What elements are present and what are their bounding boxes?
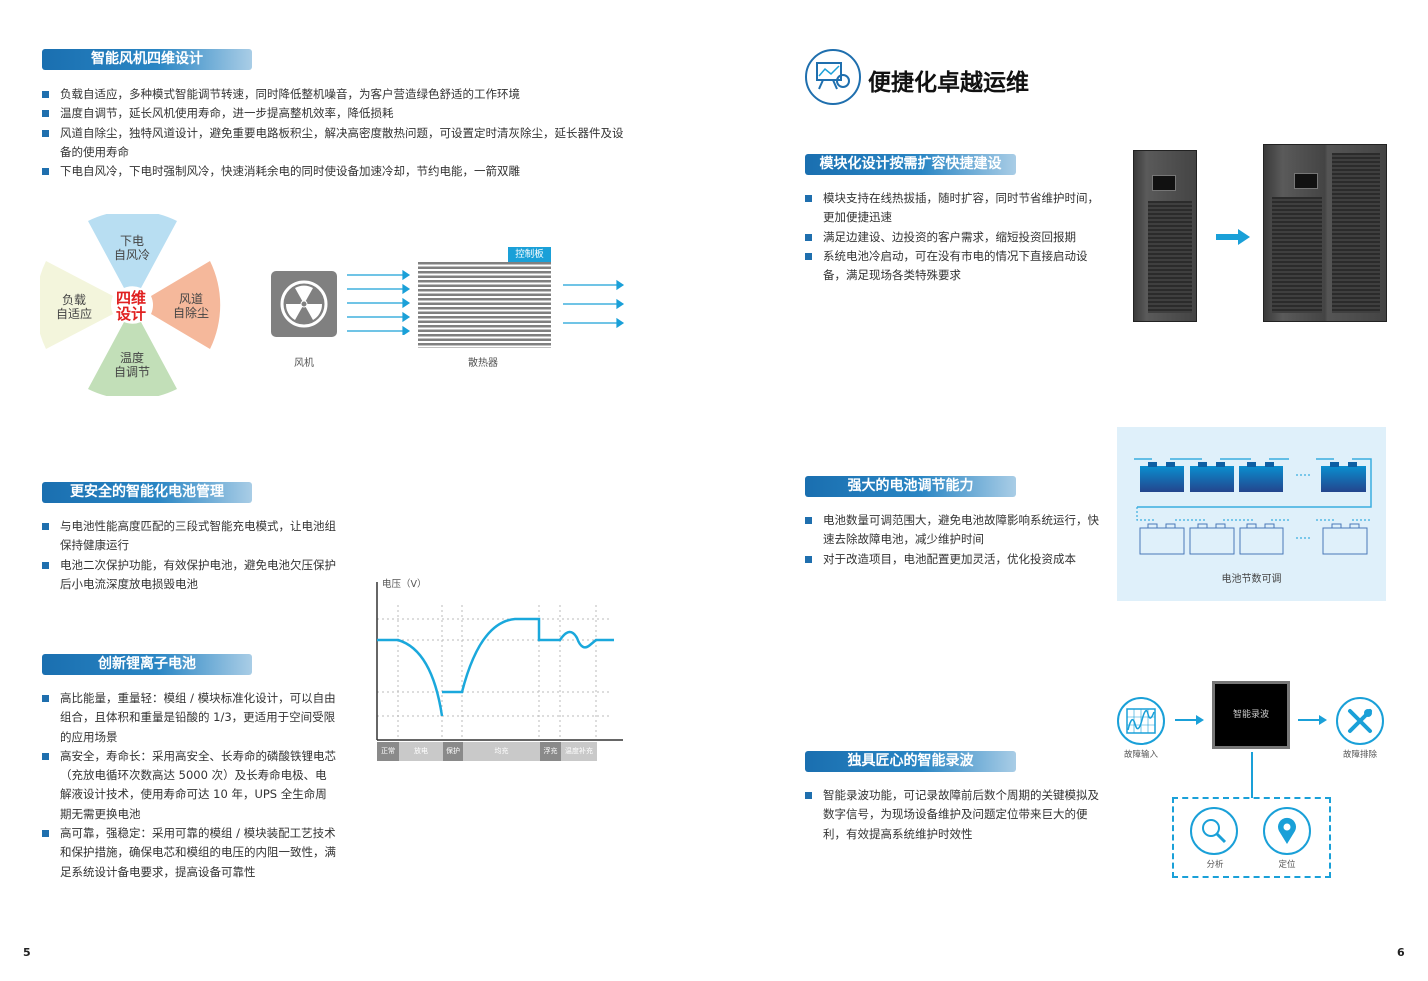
bullet: 温度自调节，延长风机使用寿命，进一步提高整机效率，降低损耗: [42, 104, 628, 123]
fan-icon: [271, 271, 337, 337]
stage-temp-comp: 温度补充: [561, 742, 597, 761]
stage-bar: 正常 放电 保护 均充 浮充 温度补充: [377, 742, 597, 761]
magnifier-icon: [1190, 807, 1238, 855]
bullet: 与电池性能高度匹配的三段式智能充电模式，让电池组保持健康运行: [42, 517, 338, 556]
radiator: [418, 262, 551, 348]
recording-title: 独具匠心的智能录波: [805, 751, 1016, 772]
bullet: 智能录波功能，可记录故障前后数个周期的关键模拟及数字信号，为现场设备维护及问题定…: [805, 786, 1100, 844]
fault-clear-label: 故障排除: [1342, 750, 1377, 760]
fault-input-label: 故障输入: [1123, 750, 1158, 760]
bullet: 模块支持在线热拔插，随时扩容，同时节省维护时间，更加便捷迅速: [805, 189, 1100, 228]
page-number-left: 5: [23, 946, 31, 959]
petal-left: 负载 自适应: [55, 293, 92, 321]
four-dimension-diagram: [40, 214, 221, 396]
bullet: 对于改造项目，电池配置更加灵活，优化投资成本: [805, 550, 1100, 569]
petal-top: 下电 自风冷: [113, 234, 150, 262]
radiator-label: 散热器: [468, 358, 498, 369]
fan-bullets: 负载自适应，多种模式智能调节转速，同时降低整机噪音，为客户营造绿色舒适的工作环境…: [42, 85, 628, 181]
stage-normal: 正常: [377, 742, 399, 761]
bullet: 满足边建设、边投资的客户需求，缩短投资回报期: [805, 228, 1100, 247]
bullet: 高可靠，强稳定：采用可靠的模组 / 模块装配工艺技术和保护措施，确保电芯和模组的…: [42, 824, 338, 882]
petal-right: 风道 自除尘: [172, 292, 209, 320]
smart-recording-box: 智能录波: [1212, 681, 1290, 749]
locate-label: 定位: [1278, 860, 1296, 870]
airflow-arrows: [347, 269, 625, 335]
location-pin-icon: [1263, 807, 1311, 855]
stage-float: 浮充: [540, 742, 561, 761]
stage-discharge: 放电: [399, 742, 443, 761]
analyze-label: 分析: [1206, 860, 1224, 870]
battery-diagram-caption: 电池节数可调: [1221, 574, 1282, 585]
page-number-right: 6: [1397, 946, 1405, 959]
arrow-right-icon: [1216, 229, 1250, 245]
center-label: 四维设计: [115, 289, 146, 323]
analysis-group: [1172, 797, 1331, 878]
petal-bottom: 温度 自调节: [113, 351, 150, 379]
bullet: 下电自风冷，下电时强制风冷，快速消耗余电的同时使设备加速冷却，节约电能，一箭双雕: [42, 162, 628, 181]
battery-diagram: 电池节数可调: [1117, 427, 1386, 601]
bullet: 电池二次保护功能，有效保护电池，避免电池欠压保护后小电流深度放电损毁电池: [42, 556, 338, 595]
arrow-right-icon: [1175, 715, 1204, 725]
ups-cabinet-single: [1133, 150, 1197, 322]
fan-section-title: 智能风机四维设计: [42, 49, 252, 70]
main-title: 便捷化卓越运维: [868, 70, 1029, 96]
bullet: 电池数量可调范围大，避免电池故障影响系统运行，快速去除故障电池，减少维护时间: [805, 511, 1100, 550]
waveform-icon: [1117, 697, 1165, 745]
stage-protect: 保护: [443, 742, 463, 761]
bullet: 系统电池冷启动，可在没有市电的情况下直接启动设备，满足现场各类特殊要求: [805, 247, 1100, 286]
connector-line: [1251, 752, 1253, 798]
ups-cabinet-double: [1263, 144, 1387, 322]
bullet: 高比能量，重量轻：模组 / 模块标准化设计，可以自由组合，且体积和重量是铅酸的 …: [42, 689, 338, 747]
control-board-label: 控制板: [508, 247, 551, 262]
bullet: 高安全，寿命长：采用高安全、长寿命的磷酸铁锂电芯（充放电循环次数高达 5000 …: [42, 747, 338, 824]
fan-label: 风机: [294, 358, 314, 369]
tools-icon: [1336, 697, 1384, 745]
charging-curve-chart: [376, 582, 623, 741]
battery-mgmt-title: 更安全的智能化电池管理: [42, 482, 252, 503]
li-battery-title: 创新锂离子电池: [42, 654, 252, 675]
maintenance-icon: [805, 49, 861, 105]
bullet: 负载自适应，多种模式智能调节转速，同时降低整机噪音，为客户营造绿色舒适的工作环境: [42, 85, 628, 104]
arrow-right-icon: [1298, 715, 1327, 725]
chart-ylabel: 电压（V）: [382, 579, 427, 590]
modular-title: 模块化设计按需扩容快捷建设: [805, 154, 1016, 175]
bullet: 风道自除尘，独特风道设计，避免重要电路板积尘，解决高密度散热问题，可设置定时清灰…: [42, 124, 628, 163]
stage-equalize: 均充: [463, 742, 540, 761]
voltage-curve: [377, 617, 614, 717]
battery-adjust-title: 强大的电池调节能力: [805, 476, 1016, 497]
